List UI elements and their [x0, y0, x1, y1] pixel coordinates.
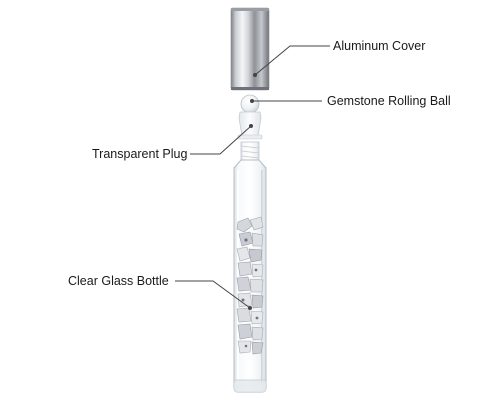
- leader-dot-plug: [249, 124, 253, 128]
- leader-dot-bottle: [248, 306, 252, 310]
- leader-line-bottle: [175, 280, 251, 309]
- leader-line-plug: [190, 125, 252, 155]
- leader-dot-cover: [253, 73, 257, 77]
- gemstone-rolling-ball: [240, 94, 260, 114]
- leader-dot-ball: [250, 99, 254, 103]
- leader-lines: [175, 45, 330, 310]
- leader-line-cover: [254, 45, 330, 76]
- label-clear-glass-bottle: Clear Glass Bottle: [68, 274, 169, 288]
- transparent-plug: [237, 111, 263, 140]
- label-aluminum-cover: Aluminum Cover: [333, 39, 426, 53]
- label-gemstone-rolling-ball: Gemstone Rolling Ball: [327, 94, 451, 108]
- aluminum-cover: [230, 7, 270, 91]
- label-transparent-plug: Transparent Plug: [92, 147, 188, 161]
- gemstone-chips: [236, 216, 264, 355]
